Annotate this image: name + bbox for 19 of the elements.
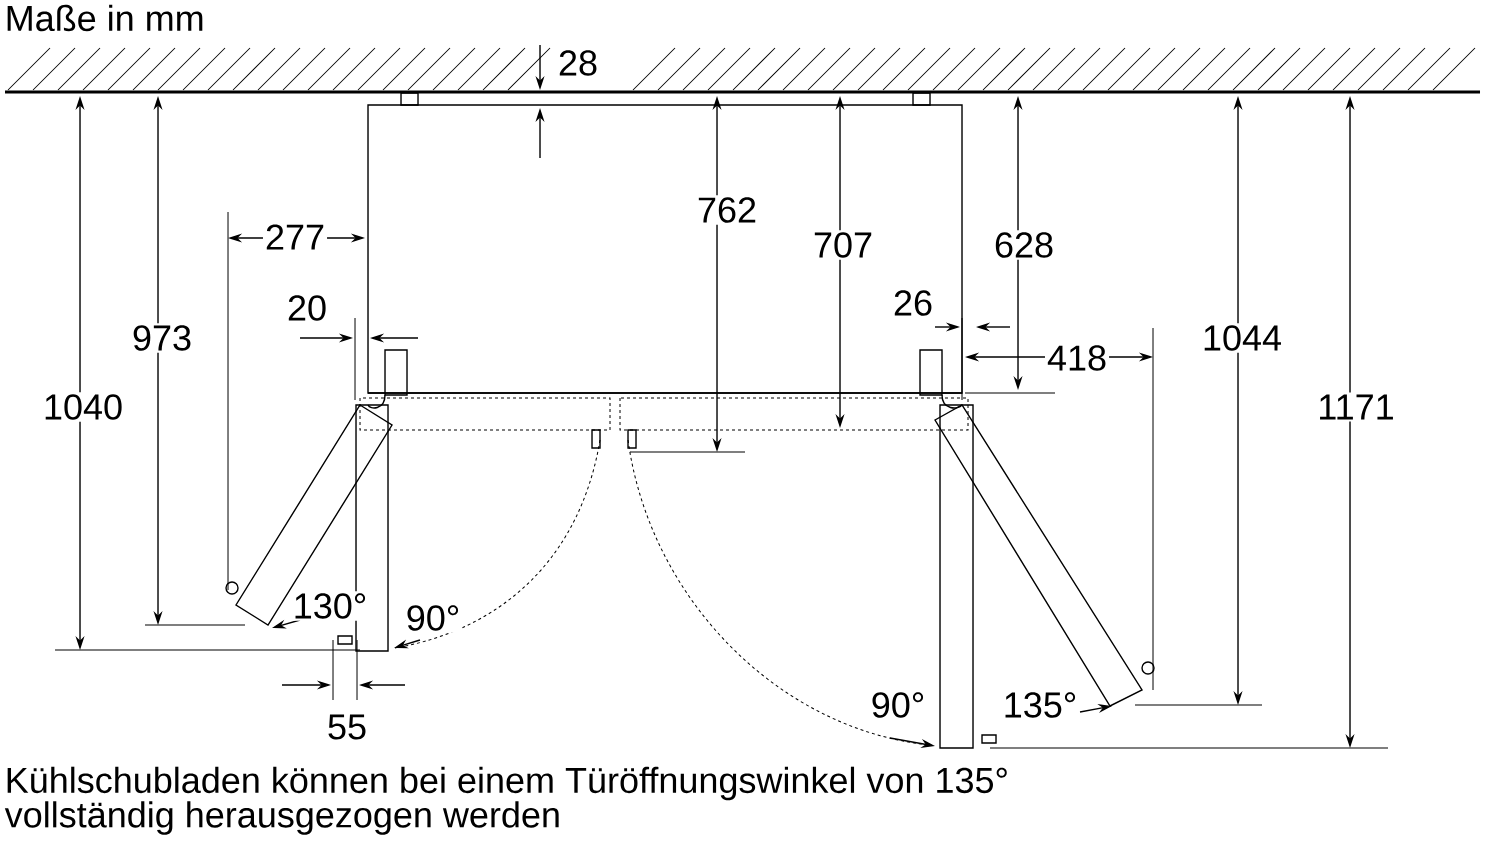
dimension-label: 973 <box>130 323 195 353</box>
angle-label: 90° <box>868 690 928 720</box>
dimension-label: 277 <box>263 222 328 252</box>
dimension-label: 20 <box>285 293 330 323</box>
angle-label: 130° <box>290 591 370 621</box>
dimension-label: 1171 <box>1315 392 1397 422</box>
dimension-label: 26 <box>891 288 936 318</box>
dimension-label: 1040 <box>40 392 126 422</box>
dimension-label: 1044 <box>1199 323 1285 353</box>
caption: Kühlschubladen können bei einem Türöffnungswinkel von 135° vollständig herausgezogen werden <box>4 766 1007 835</box>
angle-label: 90° <box>403 603 463 633</box>
dimension-label: 628 <box>992 230 1057 260</box>
dimension-label: 418 <box>1045 343 1110 373</box>
dimension-label: 762 <box>695 195 760 225</box>
title: Maße in mm <box>7 4 203 32</box>
angle-label: 135° <box>1000 690 1080 720</box>
dimension-label: 55 <box>325 712 370 742</box>
dimension-label: 707 <box>811 230 876 260</box>
dimension-label: 28 <box>556 48 601 78</box>
